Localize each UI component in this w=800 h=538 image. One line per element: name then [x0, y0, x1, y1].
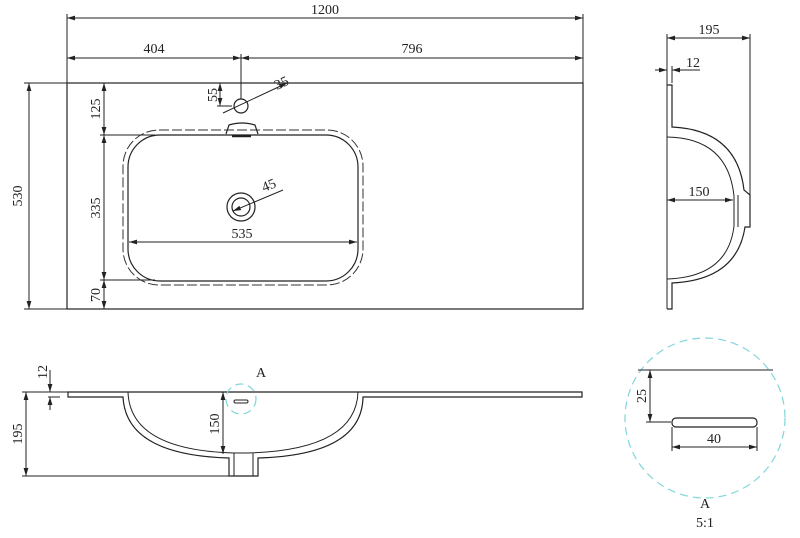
drain-inner — [231, 197, 251, 217]
detail-label: A — [700, 497, 711, 512]
dim-slot-offset: 25 — [635, 389, 650, 403]
dim-bowl-depth: 335 — [89, 198, 104, 219]
top-view: 1200 404 796 530 125 335 70 55 35 45 535 — [11, 3, 584, 310]
dim-side-bowl: 150 — [689, 185, 710, 200]
dim-tap-diameter: 35 — [272, 74, 291, 94]
dim-side-height: 195 — [699, 23, 720, 38]
drain-outer — [226, 192, 256, 222]
dim-side-slab: 12 — [686, 56, 700, 71]
dim-tap-left: 404 — [144, 42, 165, 57]
dim-bowl-back: 70 — [89, 288, 104, 302]
side-view: 195 12 150 — [655, 23, 751, 310]
overflow — [225, 122, 259, 135]
detail-scale: 5:1 — [696, 516, 714, 531]
detail-a-circle — [624, 337, 786, 499]
bowl-inner-outline — [127, 134, 359, 282]
bowl-outer-outline — [122, 129, 364, 286]
detail-a-marker — [225, 383, 257, 415]
detail-a: 25 40 A 5:1 — [624, 337, 786, 531]
dim-drain-diameter: 45 — [260, 177, 279, 196]
front-view: 195 12 150 A — [11, 365, 583, 477]
side-profile-outer — [667, 84, 751, 310]
dim-bowl-front: 125 — [89, 99, 104, 120]
countertop-outline — [66, 82, 584, 310]
dim-front-slab: 12 — [36, 365, 51, 379]
dim-tap-right: 796 — [402, 42, 423, 57]
front-profile — [67, 391, 583, 477]
overflow-slot — [233, 399, 249, 404]
dim-width-total: 1200 — [311, 3, 339, 18]
dim-front-bowl: 150 — [208, 414, 223, 435]
detail-slot — [671, 417, 758, 428]
dim-slot-length: 40 — [707, 432, 721, 447]
tap-hole — [233, 98, 249, 114]
dim-tap-edge: 55 — [206, 88, 221, 102]
dim-bowl-width: 535 — [232, 227, 253, 242]
dim-front-height: 195 — [11, 424, 26, 445]
dim-depth-total: 530 — [11, 186, 26, 207]
detail-a-label: A — [256, 366, 267, 381]
